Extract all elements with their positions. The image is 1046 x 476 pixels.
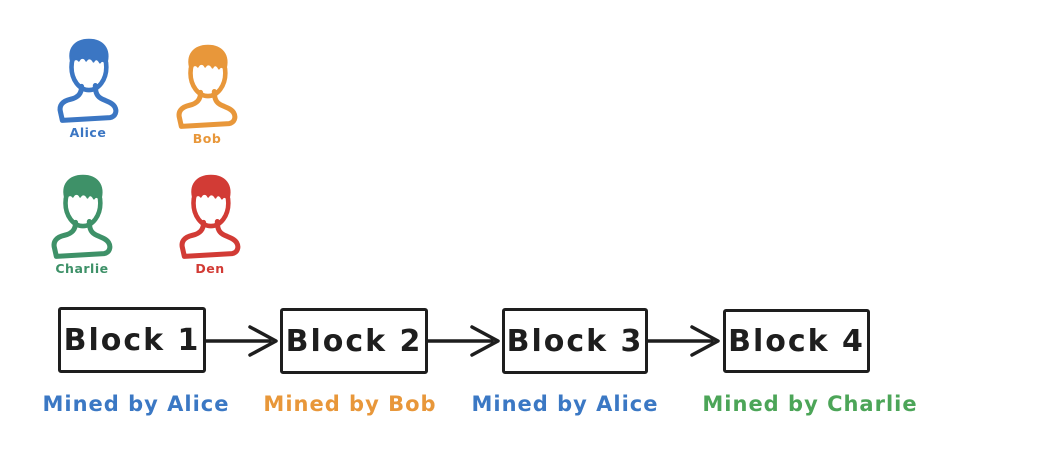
mined-by-label-block-4: Mined by Charlie	[702, 392, 918, 416]
person-label: Bob	[192, 131, 222, 146]
person-bob: Bob	[167, 42, 247, 146]
arrow-icon	[204, 325, 278, 357]
person-alice: Alice	[48, 36, 128, 140]
mined-by-label-block-2: Mined by Bob	[263, 392, 437, 416]
block-4: Block 4	[723, 309, 870, 373]
person-icon	[179, 174, 241, 259]
person-label: Alice	[69, 125, 107, 140]
arrow-icon	[646, 325, 720, 357]
mined-by-label-block-1: Mined by Alice	[42, 392, 230, 416]
block-2: Block 2	[280, 308, 428, 374]
block-label: Block 4	[728, 323, 865, 359]
block-1: Block 1	[58, 307, 206, 373]
block-3: Block 3	[502, 308, 648, 374]
arrow-icon	[426, 325, 500, 357]
block-label: Block 1	[63, 322, 201, 358]
person-den: Den	[170, 172, 250, 276]
mined-by-label-block-3: Mined by Alice	[471, 392, 659, 416]
block-label: Block 2	[285, 323, 423, 359]
person-label: Charlie	[55, 261, 109, 276]
person-label: Den	[195, 261, 225, 276]
person-icon	[176, 44, 238, 129]
person-charlie: Charlie	[42, 172, 122, 276]
block-label: Block 3	[506, 323, 644, 359]
person-icon	[51, 174, 113, 259]
person-icon	[57, 38, 119, 123]
